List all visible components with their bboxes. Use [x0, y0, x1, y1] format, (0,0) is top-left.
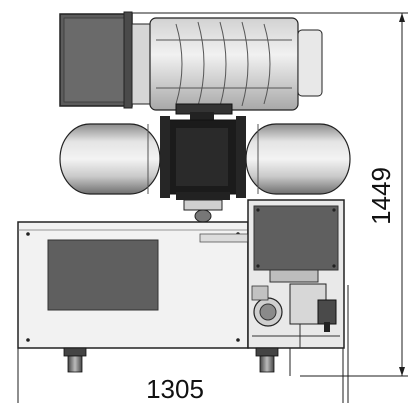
width-dimension-label: 1305 [146, 374, 204, 403]
roots-blower-icon [131, 17, 323, 115]
height-dimension-label: 1449 [366, 167, 396, 225]
connector-manifold [160, 112, 246, 223]
machine-feet [63, 347, 291, 376]
control-box-icon [247, 199, 345, 349]
base-cabinet-icon [17, 221, 249, 349]
motor-icon [59, 11, 133, 109]
dimension-arrows [399, 13, 405, 376]
silencer-tank-icon [59, 123, 351, 195]
